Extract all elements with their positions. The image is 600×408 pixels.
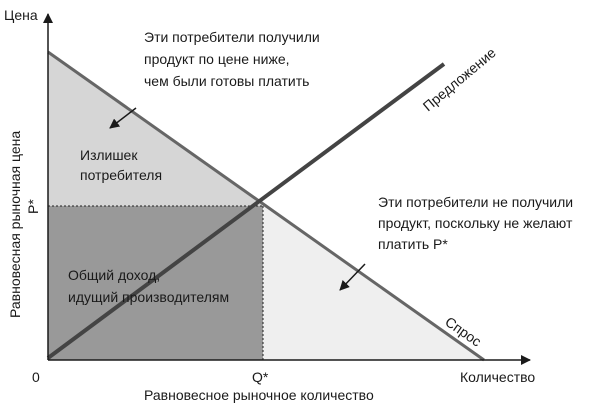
y-axis-title: Равновесная рыночная цена: [7, 131, 23, 318]
x-axis-label: Количество: [460, 369, 535, 385]
producer-revenue-area: [48, 206, 263, 360]
x-axis-title: Равновесное рыночное количество: [144, 387, 374, 403]
excluded-annotation: Эти потребители не получили продукт, пос…: [378, 194, 577, 252]
y-axis-label: Цена: [4, 7, 38, 23]
excluded-arrow: [339, 263, 366, 291]
consumer-surplus-label: Излишек потребителя: [80, 147, 162, 183]
demand-curve: [47, 50, 485, 362]
surplus-arrow: [109, 107, 137, 129]
p-star-label: P*: [25, 199, 41, 214]
supply-curve: [46, 62, 446, 360]
producer-revenue-label: Общий доход, идущий производителям: [68, 267, 229, 305]
origin-label: 0: [32, 369, 40, 385]
q-star-label: Q*: [252, 369, 269, 385]
supply-label: Предложение: [420, 44, 499, 114]
surplus-annotation: Эти потребители получили продукт по цене…: [144, 29, 324, 89]
